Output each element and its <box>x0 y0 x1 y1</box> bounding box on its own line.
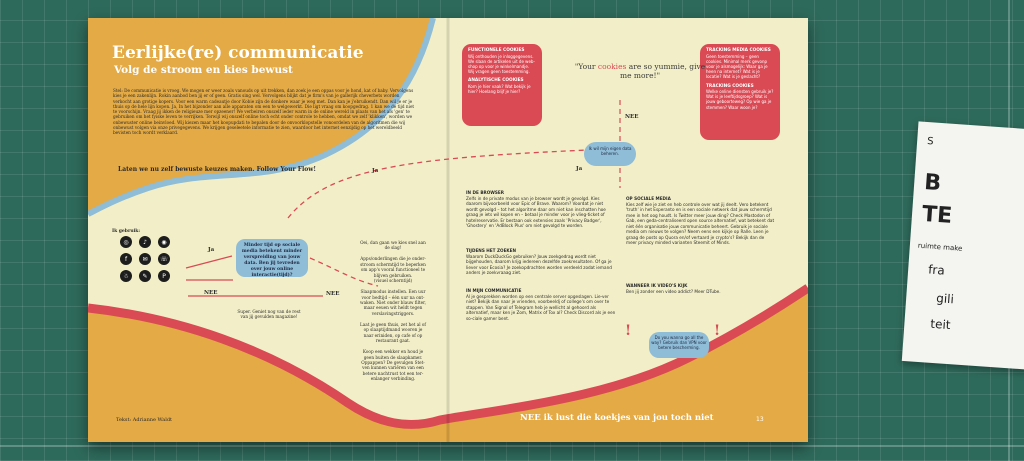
side-paper-letter-1: S <box>926 136 934 148</box>
tracking-cookies-text: Welke online diensten gebruik je? Wat is… <box>706 89 774 110</box>
analytic-cookies-text: Kom je hier vaak? Wat bekijk je hier? Ho… <box>468 83 531 95</box>
side-paper-letter-3: TE <box>921 201 953 229</box>
ja-label-top: Ja <box>372 168 379 174</box>
magazine-background <box>88 18 808 442</box>
communication-section: IN MIJN COMMUNICATIE Al je gesprekken wo… <box>466 288 616 321</box>
signal-icon: ◉ <box>158 236 170 248</box>
nee-label-right: NEE <box>625 114 639 120</box>
side-paper-letter-2: B <box>923 169 942 197</box>
vpn-bubble-text: Do you wanna go all the way? Gebruik dan… <box>651 335 707 350</box>
functional-cookies-text: Wij onthouden je inloggegevens. We slaan… <box>468 53 535 75</box>
tracking-media-cookies-title: TRACKING MEDIA COOKIES <box>706 48 771 53</box>
communication-text: Al je gesprekken worden op een centrale … <box>466 293 616 321</box>
author-credit: Tekst: Adrianne Waldt <box>116 417 173 423</box>
tracking-media-cookies-text: Geen toestemming – geen cookies. Minimal… <box>706 53 768 80</box>
video-section: WANNEER IK VIDEO'S KIJK Ben jij zonder e… <box>626 283 776 294</box>
magazine-spread: Eerlijke(re) communicatie Volg de stroom… <box>88 18 808 442</box>
tiktok-icon: ♪ <box>139 236 151 248</box>
mat-ruler-bottom <box>0 445 1024 447</box>
instagram-icon: ◎ <box>120 236 132 248</box>
side-paper-line-2: fra <box>927 262 946 278</box>
footer-headline: NEE ik lust die koekjes van jou toch nie… <box>520 413 714 423</box>
search-text: Waarom DuckDuckGo gebruiken? Jouw zoekge… <box>466 253 612 276</box>
functional-cookies-card: FUNCTIONELE COOKIES Wij onthouden je inl… <box>462 44 542 126</box>
communication-title: IN MIJN COMMUNICATIE <box>466 288 522 293</box>
browser-section: IN DE BROWSER Zelfs in de private modus … <box>466 190 616 229</box>
side-paper-line-4: teit <box>929 316 952 333</box>
screen-time-tips: Oei, dan gaan we kies snel aan de slag! … <box>360 240 426 382</box>
nee-label-left: NEE <box>204 290 218 296</box>
social-media-text: Kies zelf wie je ziet en heb controle ov… <box>626 201 775 246</box>
video-title: WANNEER IK VIDEO'S KIJK <box>626 283 688 288</box>
screen-time-question-box: Minder tijd op sociale media betekent mi… <box>236 239 308 278</box>
own-data-bubble: Ik wil mijn eigen data beheren. <box>584 142 636 166</box>
quote-highlight: cookies <box>597 62 627 71</box>
screen-time-question: Minder tijd op sociale media betekent mi… <box>241 243 303 278</box>
social-media-title: OP SOCIALE MEDIA <box>626 196 671 201</box>
side-paper-line-1: ruimte make <box>917 241 963 253</box>
page-number: 13 <box>756 416 764 423</box>
browser-title: IN DE BROWSER <box>466 190 505 195</box>
side-paper-line-3: gili <box>935 291 955 307</box>
tracking-cookies-card: TRACKING MEDIA COOKIES Geen toestemming … <box>700 44 780 140</box>
exclamation-left: ! <box>625 323 632 339</box>
functional-cookies-title: FUNCTIONELE COOKIES <box>468 48 525 53</box>
ja-label-mid: Ja <box>208 247 215 253</box>
cookie-quote: "Your cookies are so yummie, give me mor… <box>570 62 710 81</box>
pinterest-icon: P <box>158 270 170 282</box>
page-subtitle: Volg de stroom en kies bewust <box>114 64 293 76</box>
vpn-bubble: Do you wanna go all the way? Gebruik dan… <box>649 332 709 358</box>
tracking-cookies-title: TRACKING COOKIES <box>706 83 754 89</box>
call-to-action: Laten we nu zelf bewuste keuzes maken. F… <box>118 166 317 173</box>
side-paper-sheet: S B TE ruimte make fra gili teit <box>901 121 1024 371</box>
social-icon-grid: ◎ ♪ ◉ f ✉ ☏ ☃ ✎ P <box>120 236 180 282</box>
nee-label-mid: NEE <box>326 291 340 297</box>
social-media-section: OP SOCIALE MEDIA Kies zelf wie je ziet e… <box>626 196 776 246</box>
quote-part-1: "Your <box>574 62 598 71</box>
twitter-icon: ✎ <box>139 270 151 282</box>
search-section: TIJDENS HET ZOEKEN Waarom DuckDuckGo geb… <box>466 248 616 276</box>
exclamation-right: ! <box>714 323 721 339</box>
video-text: Ben jij zonder een video addict? Meer DT… <box>626 288 721 294</box>
whatsapp-icon: ☏ <box>158 253 170 265</box>
search-title: TIJDENS HET ZOEKEN <box>466 248 517 253</box>
browser-text: Zelfs in de private modus van je browser… <box>466 195 606 229</box>
intro-paragraph: Stel: De communicatie is vroeg. We mogen… <box>113 88 415 135</box>
quote-part-2: are so yummie, give me more!" <box>619 62 706 81</box>
ik-gebruik-label: Ik gebruik: <box>112 229 141 234</box>
page-title: Eerlijke(re) communicatie <box>112 43 364 63</box>
ja-label-right: Ja <box>576 166 583 172</box>
own-data-bubble-text: Ik wil mijn eigen data beheren. <box>588 146 632 156</box>
super-text: Super. Geniet nog van de rest van jij ge… <box>237 309 301 320</box>
snapchat-icon: ☃ <box>120 270 132 282</box>
messenger-icon: ✉ <box>139 253 151 265</box>
facebook-icon: f <box>120 253 132 265</box>
analytic-cookies-title: ANALYTISCHE COOKIES <box>468 78 524 84</box>
